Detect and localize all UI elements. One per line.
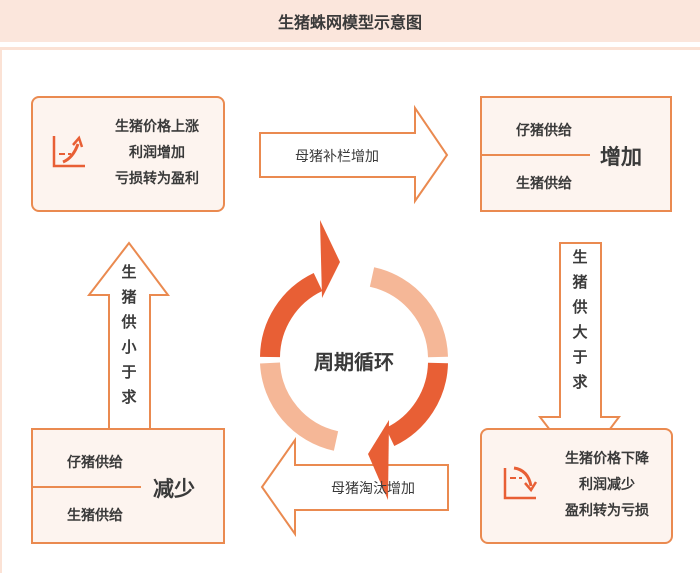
cycle-label: 周期循环 [314, 350, 394, 374]
diagram-panel [0, 47, 700, 573]
sow-cull-label: 母猪淘汰增加 [331, 481, 415, 497]
char: 供 [121, 313, 137, 331]
page-title: 生猪蛛网模型示意图 [277, 13, 422, 32]
cycle-arc-top-left [260, 272, 323, 358]
cycle-arc-bottom-left [260, 362, 339, 451]
supply-exceeds-demand-label: 生 猪 供 大 于 求 [570, 245, 590, 395]
result-label: 减少 [153, 477, 195, 501]
box-line: 生猪价格下降 [565, 451, 649, 467]
hog-supply-label: 生猪供给 [516, 176, 572, 192]
arrow-right-shape [259, 104, 449, 205]
supply-increase-box: 仔猪供给 生猪供给 增加 [480, 96, 672, 212]
supply-less-than-demand-label: 生 猪 供 小 于 求 [119, 260, 139, 410]
result-label: 增加 [600, 145, 642, 169]
char: 生 [572, 248, 588, 266]
char: 小 [121, 338, 137, 356]
arrow-left-shape [260, 436, 449, 538]
char: 供 [572, 298, 588, 316]
sow-restock-label: 母猪补栏增加 [295, 149, 379, 165]
char: 求 [121, 388, 137, 406]
char: 大 [572, 323, 588, 341]
cycle-arrowhead-bottom [368, 420, 389, 500]
hog-supply-label: 生猪供给 [67, 508, 123, 524]
price-rise-box: 生猪价格上涨 利润增加 亏损转为盈利 [31, 96, 225, 212]
cycle-arrowhead-top [320, 220, 340, 298]
box-line: 盈利转为亏损 [565, 503, 649, 519]
char: 于 [121, 363, 137, 381]
piglet-supply-label: 仔猪供给 [67, 455, 123, 471]
char: 猪 [572, 273, 588, 291]
box-line: 利润减少 [579, 477, 635, 493]
cycle-arc-top-right [369, 267, 448, 358]
box-line: 亏损转为盈利 [115, 171, 199, 187]
box-line: 生猪价格上涨 [115, 119, 199, 135]
char: 生 [121, 263, 137, 281]
chart-down-icon [503, 466, 538, 500]
supply-decrease-box: 仔猪供给 生猪供给 减少 [31, 428, 225, 544]
divider [482, 154, 590, 156]
cycle-arc-bottom-right [385, 362, 448, 447]
title-banner: 生猪蛛网模型示意图 [0, 0, 700, 42]
divider [33, 486, 141, 488]
piglet-supply-label: 仔猪供给 [516, 123, 572, 139]
char: 猪 [121, 288, 137, 306]
chart-up-icon [52, 135, 85, 168]
char: 求 [572, 373, 588, 391]
price-fall-box: 生猪价格下降 利润减少 盈利转为亏损 [480, 428, 673, 544]
char: 于 [572, 348, 588, 366]
box-line: 利润增加 [129, 145, 185, 161]
